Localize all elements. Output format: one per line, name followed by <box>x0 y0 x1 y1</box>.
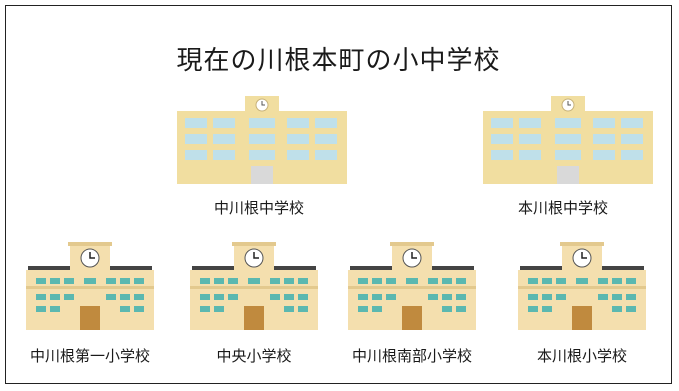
elementary-school-building-icon <box>348 242 476 330</box>
school-label-nakakawane-nanbu-es: 中川根南部小学校 <box>351 347 473 365</box>
school-label-nakakawane-jhs: 中川根中学校 <box>213 199 305 217</box>
elementary-school-building-icon <box>190 242 318 330</box>
elementary-school-building-icon <box>518 242 646 330</box>
junior-high-school-building-icon <box>483 96 653 184</box>
school-label-honkawane-es: 本川根小学校 <box>536 347 628 365</box>
school-label-chuo-es: 中央小学校 <box>216 347 292 365</box>
diagram-frame: 現在の川根本町の小中学校 中川根中学校 <box>5 5 672 384</box>
elementary-school-building-icon <box>26 242 154 330</box>
school-label-honkawane-jhs: 本川根中学校 <box>517 199 609 217</box>
page-title: 現在の川根本町の小中学校 <box>176 46 501 76</box>
school-label-nakakawane-daiichi-es: 中川根第一小学校 <box>29 347 151 365</box>
junior-high-school-building-icon <box>177 96 347 184</box>
